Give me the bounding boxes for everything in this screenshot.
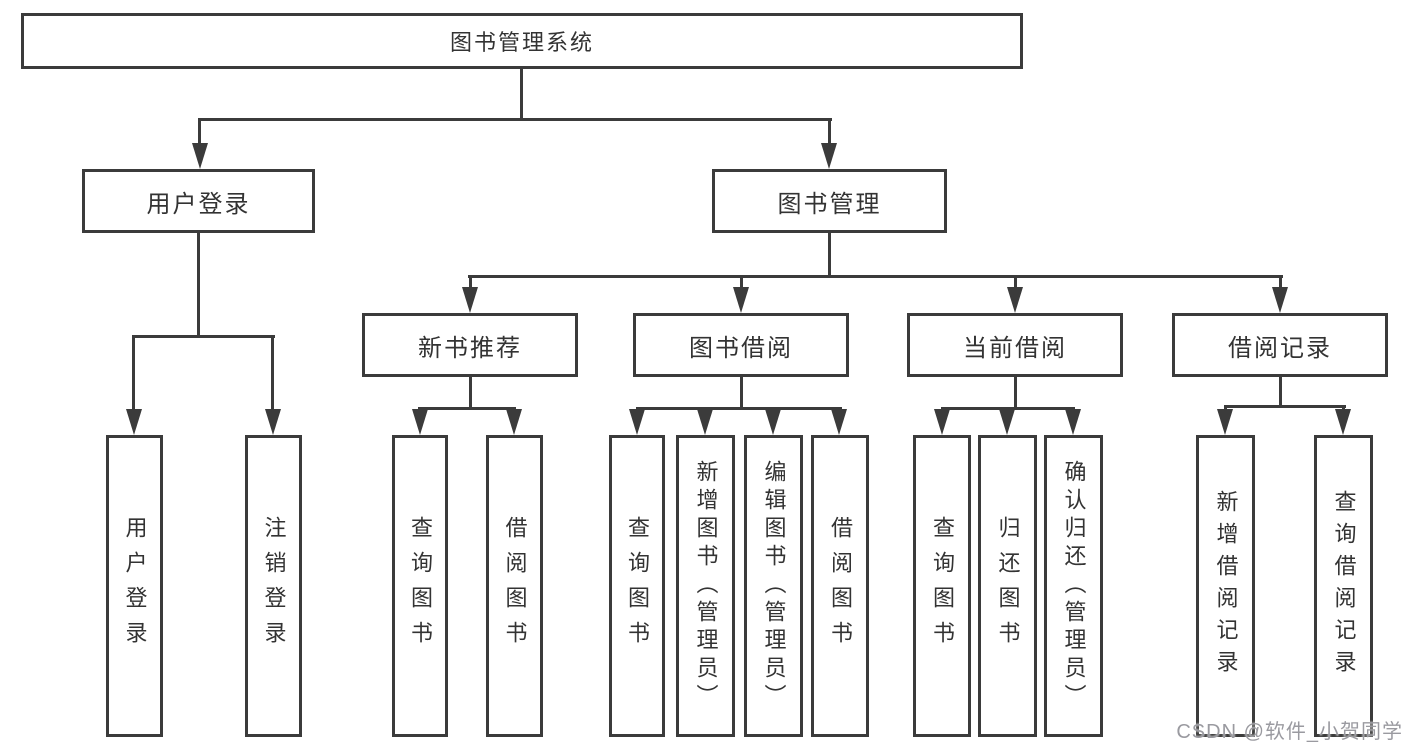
connector-line	[468, 275, 1283, 278]
node-new-book-recommendation: 新书推荐	[362, 313, 578, 377]
arrowhead-down-icon	[821, 143, 837, 169]
leaf-label: 注销登录	[261, 516, 287, 656]
connector-line	[197, 233, 200, 337]
arrowhead-down-icon	[412, 409, 428, 435]
leaf-confirm-return-admin: 确认归还（管理员）	[1044, 435, 1103, 737]
leaf-borrow-books-recommend: 借阅图书	[486, 435, 543, 737]
leaf-query-books-recommend: 查询图书	[392, 435, 448, 737]
connector-line	[418, 407, 516, 410]
leaf-query-books-borrow: 查询图书	[609, 435, 665, 737]
connector-line	[828, 233, 831, 277]
arrowhead-down-icon	[831, 409, 847, 435]
node-borrowing-records: 借阅记录	[1172, 313, 1388, 377]
arrowhead-down-icon	[765, 409, 781, 435]
connector-line	[941, 407, 1075, 410]
leaf-label: 编辑图书（管理员）	[761, 460, 787, 712]
arrowhead-down-icon	[192, 143, 208, 169]
leaf-label: 新增借阅记录	[1213, 490, 1239, 682]
leaf-label: 归还图书	[995, 516, 1021, 656]
node-current-borrowing: 当前借阅	[907, 313, 1123, 377]
node-label: 图书借阅	[689, 334, 793, 362]
connector-line	[1014, 377, 1017, 409]
arrowhead-down-icon	[462, 287, 478, 313]
connector-line	[132, 335, 135, 413]
arrowhead-down-icon	[1065, 409, 1081, 435]
connector-line	[469, 377, 472, 409]
leaf-add-borrow-record: 新增借阅记录	[1196, 435, 1255, 737]
connector-line	[132, 335, 275, 338]
arrowhead-down-icon	[506, 409, 522, 435]
leaf-label: 用户登录	[122, 516, 148, 656]
arrowhead-down-icon	[999, 409, 1015, 435]
leaf-label: 确认归还（管理员）	[1061, 460, 1087, 712]
watermark: CSDN @软件_小贺同学	[1176, 721, 1403, 743]
node-user-login: 用户登录	[82, 169, 315, 233]
leaf-add-books-admin: 新增图书（管理员）	[676, 435, 735, 737]
connector-line	[636, 407, 842, 410]
leaf-label: 查询借阅记录	[1331, 490, 1357, 682]
arrowhead-down-icon	[733, 287, 749, 313]
node-label: 当前借阅	[963, 334, 1067, 362]
leaf-borrow-books: 借阅图书	[811, 435, 869, 737]
connector-line	[1279, 275, 1282, 291]
connector-line	[1224, 405, 1346, 408]
arrowhead-down-icon	[126, 409, 142, 435]
leaf-label: 新增图书（管理员）	[693, 460, 719, 712]
connector-line	[271, 335, 274, 413]
leaf-label: 借阅图书	[828, 516, 853, 656]
connector-line	[740, 275, 743, 291]
arrowhead-down-icon	[934, 409, 950, 435]
leaf-return-books: 归还图书	[978, 435, 1037, 737]
arrowhead-down-icon	[629, 409, 645, 435]
arrowhead-down-icon	[1007, 287, 1023, 313]
arrowhead-down-icon	[1272, 287, 1288, 313]
leaf-query-borrow-record: 查询借阅记录	[1314, 435, 1373, 737]
connector-line	[1279, 377, 1282, 407]
leaf-label: 借阅图书	[502, 516, 528, 656]
connector-line	[1014, 275, 1017, 291]
arrowhead-down-icon	[1217, 409, 1233, 435]
node-library-management-system: 图书管理系统	[21, 13, 1023, 69]
node-label: 用户登录	[146, 190, 251, 218]
node-label: 图书管理	[777, 190, 882, 218]
connector-line	[740, 377, 743, 409]
connector-line	[828, 118, 831, 146]
leaf-label: 查询图书	[625, 516, 650, 656]
connector-line	[198, 118, 832, 121]
connector-line	[520, 67, 523, 120]
leaf-label: 查询图书	[930, 516, 955, 656]
leaf-label: 查询图书	[408, 516, 433, 656]
leaf-edit-books-admin: 编辑图书（管理员）	[744, 435, 803, 737]
arrowhead-down-icon	[1335, 409, 1351, 435]
node-label: 借阅记录	[1228, 334, 1332, 362]
node-label: 图书管理系统	[449, 30, 594, 55]
node-book-borrowing: 图书借阅	[633, 313, 849, 377]
arrowhead-down-icon	[697, 409, 713, 435]
leaf-user-login: 用户登录	[106, 435, 163, 737]
connector-line	[469, 275, 472, 291]
node-label: 新书推荐	[418, 334, 522, 362]
arrowhead-down-icon	[265, 409, 281, 435]
node-book-management: 图书管理	[712, 169, 947, 233]
leaf-logout: 注销登录	[245, 435, 302, 737]
leaf-query-books-current: 查询图书	[913, 435, 971, 737]
connector-line	[198, 118, 201, 146]
